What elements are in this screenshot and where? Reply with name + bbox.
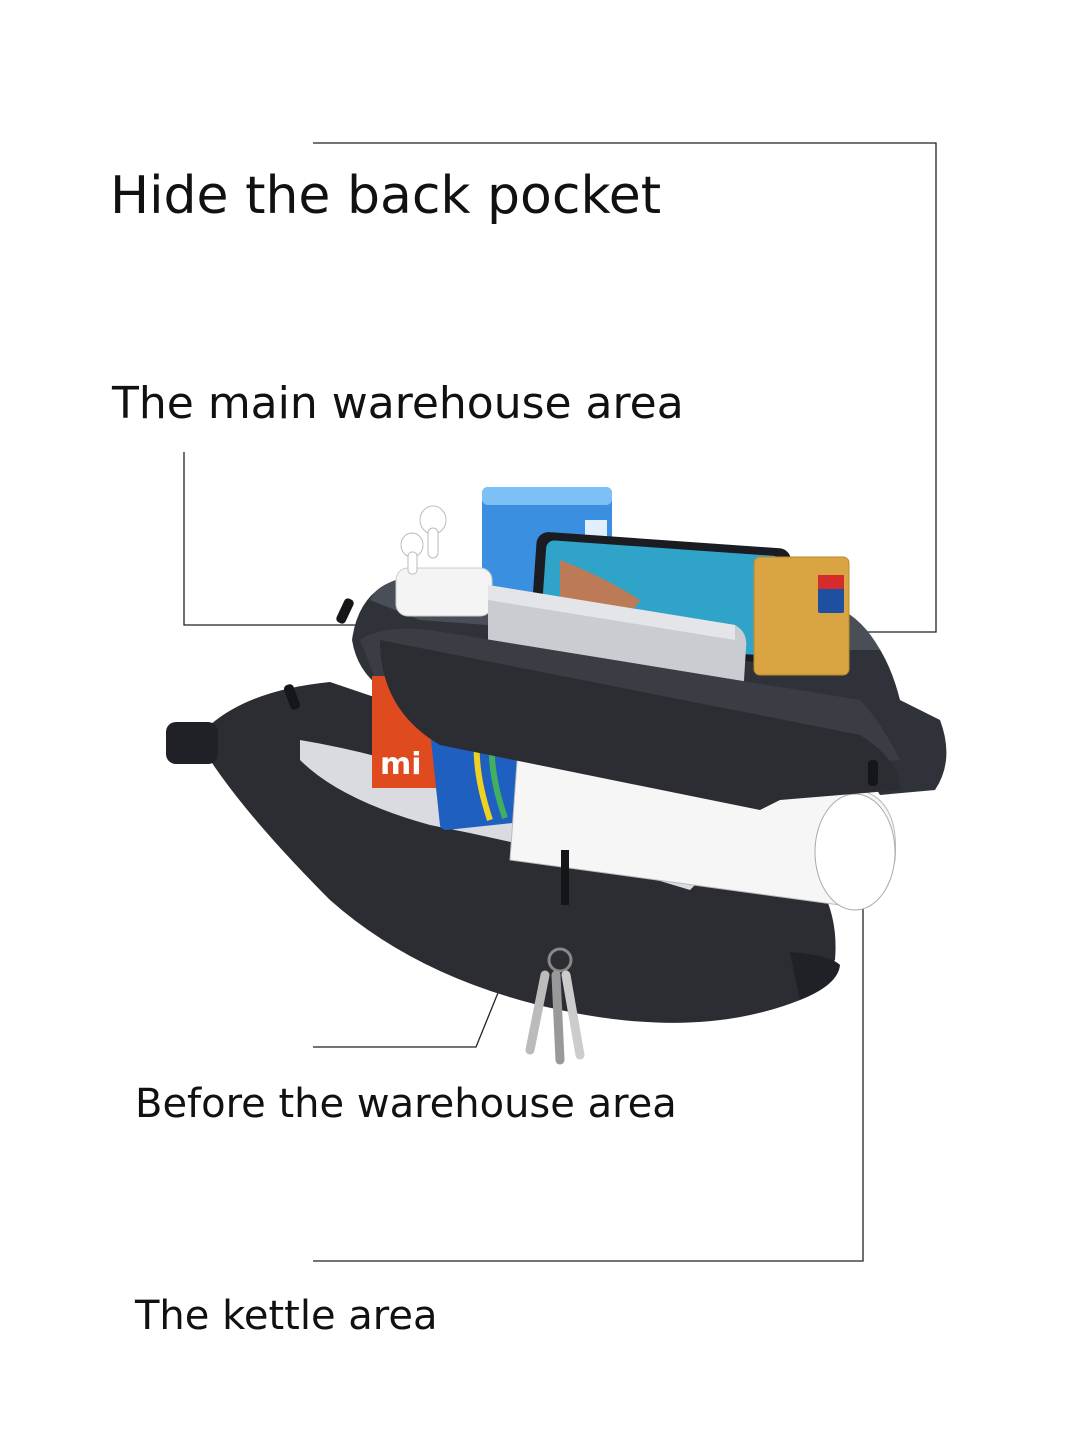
front-area-label: Before the warehouse area (135, 1081, 677, 1127)
back-pocket-label: Hide the back pocket (110, 166, 662, 226)
gold-bank-card (753, 556, 850, 676)
keys (525, 850, 585, 1065)
kettle-area-label: The kettle area (135, 1293, 438, 1339)
zipper-pulls (283, 598, 878, 786)
mi-logo-text: mi (380, 747, 422, 782)
main-area-label: The main warehouse area (112, 378, 684, 429)
earbuds-case (395, 505, 493, 617)
kettle-area-callout-line (313, 862, 864, 1262)
front-top-flap (380, 640, 900, 810)
